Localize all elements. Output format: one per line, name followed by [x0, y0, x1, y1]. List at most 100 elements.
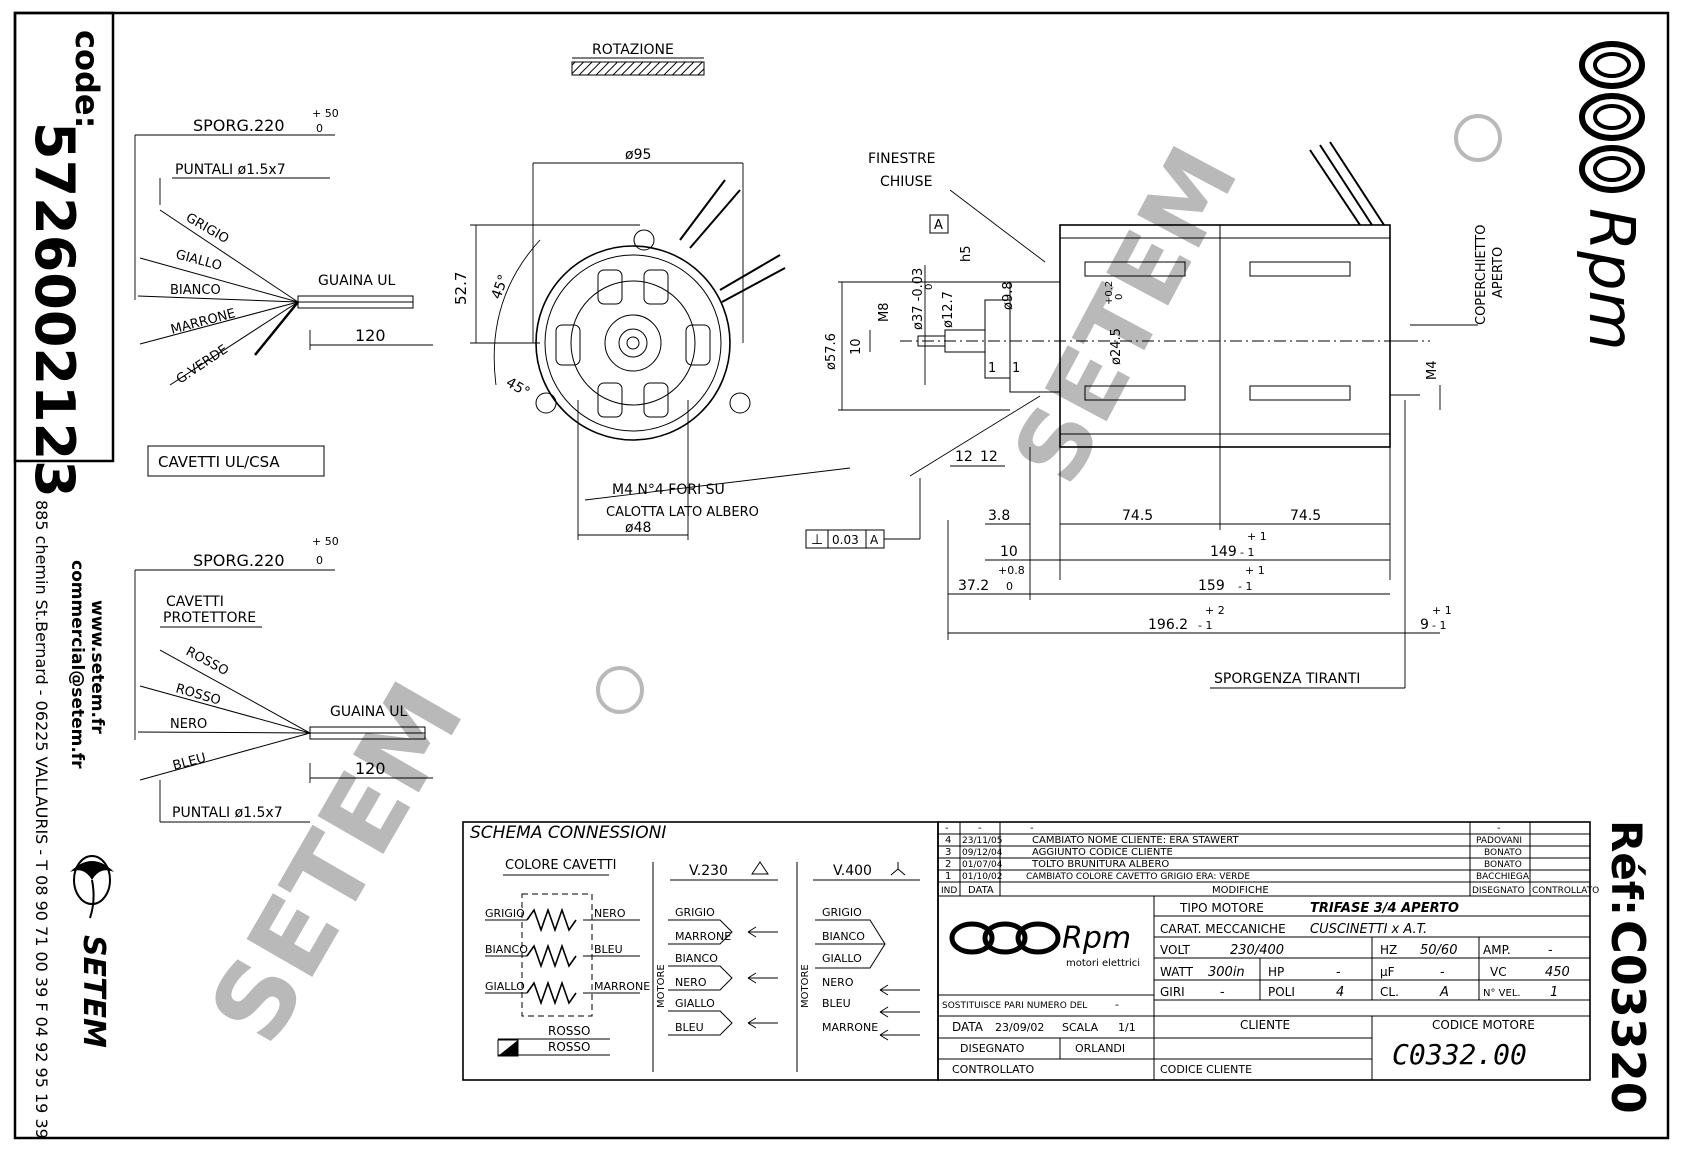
v400-wire-6: MARRONE — [822, 1021, 878, 1034]
title-cl-label: CL. — [1380, 985, 1399, 999]
bottom-sporg-tol-plus: + 50 — [312, 535, 339, 548]
title-volt: 230/400 — [1230, 943, 1284, 958]
rev-blank-2: - — [978, 823, 982, 834]
rev-4-drawn: PADOVANI — [1476, 836, 1522, 846]
side-h5: h5 — [959, 245, 974, 262]
title-poles: 4 — [1336, 985, 1344, 1000]
top-cables-box — [147, 445, 325, 477]
front-holes-note-2: CALOTTA LATO ALBERO — [606, 505, 759, 520]
rev-3-date: 09/12/04 — [962, 848, 1003, 858]
ref-value: C03320 — [1601, 920, 1655, 1114]
title-vc-label: VC — [1490, 965, 1507, 979]
rev-1-ind: 1 — [945, 871, 951, 882]
side-d372-zero: 0 — [1006, 580, 1013, 593]
bottom-sporg-tol-zero: 0 — [316, 554, 323, 567]
rpm-logo-text: Rpm — [1575, 208, 1648, 351]
code-box — [13, 11, 115, 463]
side-windows-2: CHIUSE — [880, 174, 932, 190]
title-poles-label: POLI — [1268, 985, 1295, 999]
schema-pair-1-right: NERO — [594, 907, 626, 920]
top-sporg-tol-plus: + 50 — [312, 107, 339, 120]
setem-bird-logo — [70, 855, 114, 919]
side-d159-minus: - 1 — [1238, 580, 1252, 593]
title-replaces-label: SOSTITUISCE PARI NUMERO DEL — [942, 1001, 1087, 1011]
rev-blank-4: - — [1497, 823, 1501, 834]
front-angle-1: 45° — [489, 273, 513, 302]
setem-company-name: SETEM — [76, 935, 111, 1048]
front-angle-2: 45° — [503, 375, 533, 401]
rev-h-drawn: DISEGNATO — [1472, 886, 1525, 896]
title-logo-brand: Rpm — [1062, 921, 1131, 956]
cable-diagram-top: SPORG.220 + 50 0 PUNTALI ø1.5x7 GRIGIO G… — [134, 107, 433, 477]
side-d372-plus: +0.8 — [998, 564, 1025, 577]
title-hz-label: HZ — [1380, 943, 1397, 957]
side-cover-2: APERTO — [1491, 247, 1506, 298]
v400-wire-1: GRIGIO — [822, 906, 862, 919]
bottom-wire-4: BLEU — [171, 751, 208, 774]
side-d245: ø24.5 — [1109, 328, 1124, 365]
side-one-b: 1 — [1012, 361, 1020, 376]
top-cables-box-label: CAVETTI UL/CSA — [158, 453, 280, 471]
rev-4-desc: CAMBIATO NOME CLIENTE: ERA STAWERT — [1032, 835, 1240, 846]
side-d745b: 74.5 — [1290, 508, 1321, 524]
rev-h-ind: IND — [941, 886, 957, 896]
title-client-code-label: CODICE CLIENTE — [1160, 1063, 1252, 1076]
delta-symbol — [751, 861, 769, 875]
rev-4-ind: 4 — [945, 835, 951, 846]
v400-wire-2: BIANCO — [822, 930, 865, 943]
rev-h-date: DATA — [968, 885, 994, 896]
side-d1962-plus: + 2 — [1205, 604, 1225, 617]
side-m8: M8 — [877, 303, 892, 323]
side-d38: 3.8 — [988, 508, 1010, 524]
side-d576: ø57.6 — [824, 333, 839, 370]
v230-wire-4: NERO — [675, 976, 707, 989]
sheet-frame — [13, 11, 1670, 1140]
watermark-registered-bottom — [596, 666, 644, 714]
v400-wire-4: NERO — [822, 976, 854, 989]
watermark-bottom: SETEM — [186, 663, 487, 1063]
top-wire-3: BIANCO — [170, 283, 221, 298]
side-d9-minus: - 1 — [1432, 619, 1446, 632]
title-rpm-logo — [949, 921, 1061, 955]
side-d98: ø9.8 — [1001, 281, 1016, 310]
schema-pair-3-right: MARRONE — [594, 980, 650, 993]
title-cl: A — [1439, 985, 1449, 1000]
motor-side-view: FINESTRE CHIUSE A COPERCHIETTO APERTO ø5… — [805, 141, 1506, 689]
rotation-hatch — [571, 61, 705, 76]
title-scale-label: SCALA — [1062, 1021, 1099, 1034]
schema-pair-2-left: BIANCO — [485, 943, 528, 956]
title-scale: 1/1 — [1118, 1021, 1136, 1034]
address-street: 885 chemin St.Bernard - 06225 VALLAURIS … — [32, 500, 51, 1139]
revisions-table: - - - - 4 23/11/05 CAMBIATO NOME CLIENTE… — [937, 821, 1599, 1081]
schema-pair-2-right: BLEU — [594, 943, 623, 956]
v230-wire-1: GRIGIO — [675, 906, 715, 919]
v230-wire-3: BIANCO — [675, 952, 718, 965]
side-flatness-symbol: ⊥ — [811, 532, 823, 548]
rev-2-date: 01/07/04 — [962, 860, 1003, 870]
schema-colour-title: COLORE CAVETTI — [505, 858, 616, 873]
title-drawn-label: DISEGNATO — [960, 1042, 1025, 1055]
schema-motor-label-400: MOTORE — [800, 964, 811, 1008]
schema-pair-1-left: GRIGIO — [485, 907, 525, 920]
title-volt-label: VOLT — [1160, 943, 1190, 957]
bottom-wire-2: ROSSO — [174, 681, 222, 708]
side-one-a: 1 — [988, 361, 996, 376]
rev-1-drawn: BACCHIEGA — [1476, 872, 1530, 882]
bottom-protector-label: PROTETTORE — [163, 610, 256, 626]
top-sporg-label: SPORG.220 — [193, 116, 285, 135]
title-drawn: ORLANDI — [1075, 1042, 1125, 1055]
side-cover-1: COPERCHIETTO — [1474, 224, 1489, 325]
v230-wires: GRIGIO MARRONE BIANCO NERO GIALLO BLEU — [668, 906, 778, 1036]
title-amp-label: AMP. — [1483, 943, 1511, 957]
bottom-wire-1: ROSSO — [183, 644, 231, 679]
title-watt: 300in — [1208, 965, 1245, 980]
v230-wire-2: MARRONE — [675, 930, 731, 943]
title-date: 23/09/02 — [995, 1021, 1044, 1034]
front-holes-note-1: M4 N°4 FORI SU — [612, 482, 725, 498]
rev-blank-3: - — [1030, 823, 1034, 834]
side-d10: 10 — [849, 338, 864, 355]
side-flatness-value: 0.03 — [832, 533, 859, 547]
title-replaces: - — [1115, 998, 1119, 1011]
rev-2-drawn: BONATO — [1484, 860, 1522, 870]
title-speeds-label: N° VEL. — [1483, 988, 1521, 999]
